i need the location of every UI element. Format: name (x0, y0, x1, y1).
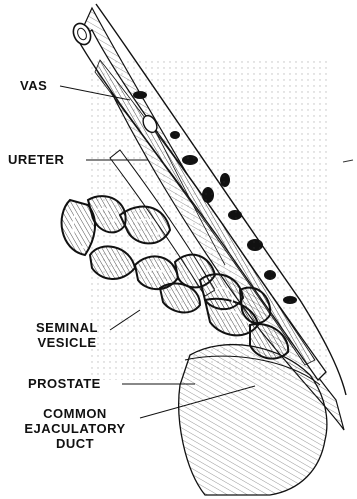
label-vas: VAS (20, 78, 47, 93)
edge-mark (343, 160, 353, 162)
label-prostate: PROSTATE (28, 376, 101, 391)
label-ureter: URETER (8, 152, 64, 167)
label-seminal-vesicle: SEMINAL VESICLE (22, 320, 112, 350)
label-ejac-line-1: COMMON (10, 406, 140, 421)
label-ejac-line-2: EJACULATORY (10, 421, 140, 436)
label-ejac-line-3: DUCT (10, 436, 140, 451)
label-seminal-line-2: VESICLE (22, 335, 112, 350)
label-ejaculatory-duct: COMMON EJACULATORY DUCT (10, 406, 140, 451)
label-seminal-line-1: SEMINAL (22, 320, 112, 335)
